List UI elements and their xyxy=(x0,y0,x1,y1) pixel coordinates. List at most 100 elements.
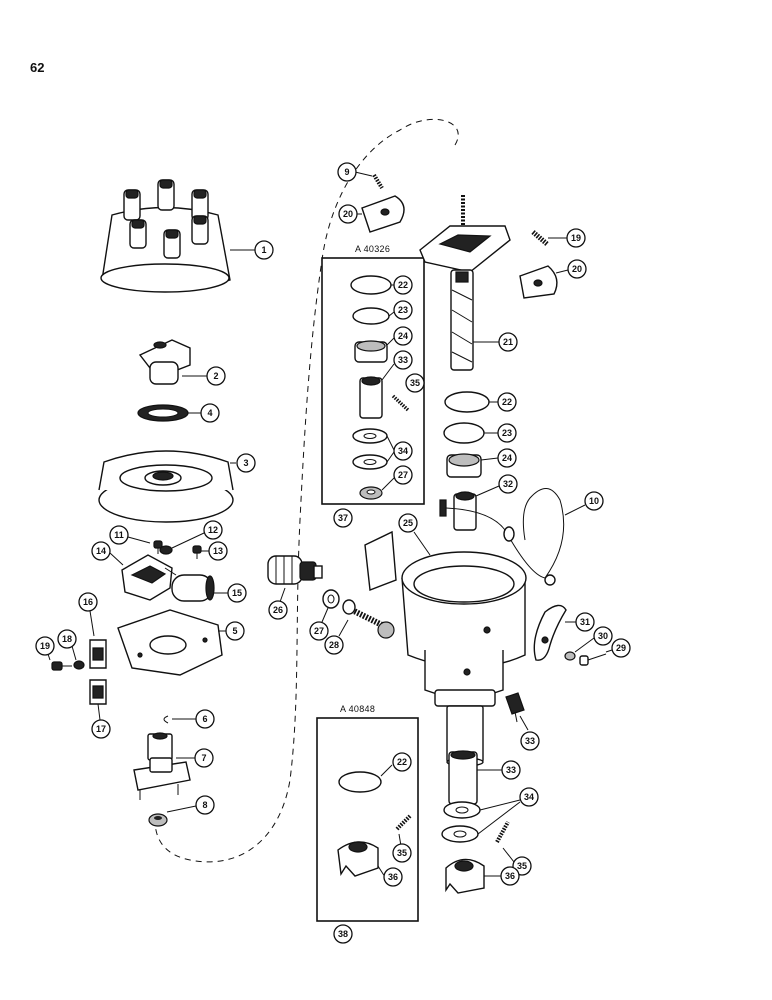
kit-label-a40848: A 40848 xyxy=(340,704,375,714)
callout-23-main: 23 xyxy=(497,423,517,443)
svg-text:27: 27 xyxy=(314,626,324,636)
distributor-cap xyxy=(100,179,231,293)
callout-5: 5 xyxy=(225,621,245,641)
kit2-pin-35 xyxy=(395,814,412,831)
callout-3: 3 xyxy=(236,453,256,473)
kit2-gear-36 xyxy=(337,841,379,877)
svg-text:28: 28 xyxy=(329,640,339,650)
svg-text:33: 33 xyxy=(398,355,408,365)
screw-29 xyxy=(579,653,607,666)
svg-text:31: 31 xyxy=(580,617,590,627)
kit2-ring-22 xyxy=(338,771,382,793)
svg-text:27: 27 xyxy=(398,470,408,480)
screw-14 xyxy=(51,661,72,671)
callout-20-right: 20 xyxy=(567,259,587,279)
callout-19-right: 19 xyxy=(566,228,586,248)
svg-text:9: 9 xyxy=(344,167,349,177)
callout-2: 2 xyxy=(206,366,226,386)
callout-27-main: 27 xyxy=(309,621,329,641)
kit1-ring-22 xyxy=(350,275,392,295)
weight-20-right xyxy=(519,265,558,299)
kit1-washers-34 xyxy=(352,428,388,470)
gear-36-lower xyxy=(445,858,485,894)
fitting-26 xyxy=(267,555,323,585)
callout-35-kit2: 35 xyxy=(392,843,412,863)
callout-10: 15 xyxy=(227,583,247,603)
svg-text:25: 25 xyxy=(403,518,413,528)
callout-34-lower: 34 xyxy=(519,787,539,807)
screw-8 xyxy=(192,545,202,559)
retaining-ring xyxy=(163,715,169,724)
callout-30: 30 xyxy=(593,626,613,646)
weight-20-left xyxy=(361,195,405,233)
callout-35-kit1: 35 xyxy=(405,373,425,393)
callout-22-main: 22 xyxy=(497,392,517,412)
svg-text:3: 3 xyxy=(243,458,248,468)
svg-text:1: 1 xyxy=(261,245,266,255)
bearing-24-main xyxy=(446,453,482,478)
svg-text:17: 17 xyxy=(96,724,106,734)
svg-text:19: 19 xyxy=(40,641,50,651)
callout-11: 16 xyxy=(78,592,98,612)
clip-11 xyxy=(89,639,107,669)
svg-text:11: 11 xyxy=(114,530,124,540)
page-number: 62 xyxy=(30,60,44,75)
callout-24-main: 24 xyxy=(497,448,517,468)
svg-text:33: 33 xyxy=(506,765,516,775)
callout-16: 6 xyxy=(195,709,215,729)
bushing-33-main xyxy=(453,491,477,531)
ground-wire xyxy=(439,488,565,586)
callout-21: 21 xyxy=(498,332,518,352)
felt-washer xyxy=(137,404,189,422)
callout-17: 7 xyxy=(194,748,214,768)
callout-33-kit1: 33 xyxy=(393,350,413,370)
callout-22-kit2: 22 xyxy=(392,752,412,772)
callout-32: 33 xyxy=(520,731,540,751)
svg-text:21: 21 xyxy=(503,337,513,347)
svg-text:23: 23 xyxy=(502,428,512,438)
rotor xyxy=(138,339,191,385)
svg-text:34: 34 xyxy=(398,446,408,456)
svg-text:22: 22 xyxy=(397,757,407,767)
callout-13: 18 xyxy=(57,629,77,649)
callout-19-left: 9 xyxy=(337,162,357,182)
kit1-bearing-24 xyxy=(354,340,388,363)
svg-text:20: 20 xyxy=(343,209,353,219)
spring-19-right xyxy=(531,230,549,246)
svg-text:29: 29 xyxy=(616,643,626,653)
callout-1: 1 xyxy=(254,240,274,260)
callout-26: 26 xyxy=(268,600,288,620)
pin-35-lower xyxy=(495,821,510,843)
callout-38: 38 xyxy=(333,924,353,944)
callout-20-left: 20 xyxy=(338,204,358,224)
callout-7: 12 xyxy=(203,520,223,540)
callout-33-lower: 33 xyxy=(501,760,521,780)
callout-9: 14 xyxy=(91,541,111,561)
screw-28 xyxy=(342,599,395,639)
kit1-pin-35 xyxy=(391,394,410,412)
callout-36-kit2: 36 xyxy=(383,867,403,887)
spring-19-left xyxy=(372,173,384,190)
svg-text:22: 22 xyxy=(502,397,512,407)
svg-text:35: 35 xyxy=(517,861,527,871)
svg-text:34: 34 xyxy=(524,792,534,802)
callout-22-kit1: 22 xyxy=(393,275,413,295)
callout-24-kit1: 24 xyxy=(393,326,413,346)
svg-text:24: 24 xyxy=(398,331,408,341)
svg-text:7: 7 xyxy=(201,753,206,763)
callout-15: 10 xyxy=(584,491,604,511)
svg-text:33: 33 xyxy=(525,736,535,746)
callout-33-main: 32 xyxy=(498,474,518,494)
washers-34-lower xyxy=(441,801,481,843)
kit1-ring-23 xyxy=(352,307,390,325)
washer-7 xyxy=(159,545,173,555)
callout-6: 11 xyxy=(109,525,129,545)
svg-text:14: 14 xyxy=(96,546,106,556)
washer-27-main xyxy=(322,589,340,609)
svg-text:16: 16 xyxy=(83,597,93,607)
svg-text:18: 18 xyxy=(62,634,72,644)
svg-text:8: 8 xyxy=(202,800,207,810)
callout-4: 4 xyxy=(200,403,220,423)
